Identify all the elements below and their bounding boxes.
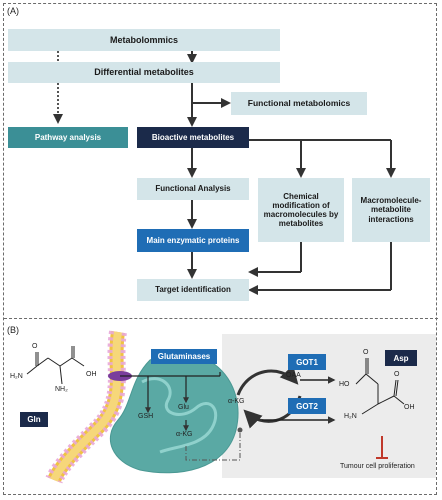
mitochondrion bbox=[109, 352, 239, 474]
tumour-label: Tumour cell proliferation bbox=[340, 463, 415, 470]
asp-h2n-label: H₂N bbox=[344, 413, 357, 420]
asp-ho-label: HO bbox=[339, 381, 350, 388]
functional-metabolomics-box: Functional metabolomics bbox=[231, 92, 367, 115]
target-identification-box: Target identification bbox=[137, 279, 249, 301]
asp-oh-label: OH bbox=[404, 404, 415, 411]
glu-label: Glu bbox=[178, 404, 189, 411]
metabolomics-box: Metabolommics bbox=[8, 29, 280, 51]
asp-o-top-label: O bbox=[363, 349, 369, 356]
gln-oh-label: OH bbox=[86, 371, 97, 378]
glutaminases-tag: Glutaminases bbox=[151, 349, 217, 364]
asp-structure bbox=[355, 358, 405, 415]
oaa-label: OAA bbox=[286, 372, 301, 379]
gln-structure bbox=[26, 346, 85, 385]
differential-metabolites-box: Differential metabolites bbox=[8, 62, 280, 83]
got1-tag: GOT1 bbox=[288, 354, 326, 370]
gsh-label: GSH bbox=[138, 413, 154, 420]
gln-nh2-left-label: H₂N bbox=[10, 373, 23, 380]
akg-cycle-label: α-KG bbox=[228, 398, 245, 405]
panel-b-label: (B) bbox=[7, 325, 19, 335]
main-enzymatic-proteins-box: Main enzymatic proteins bbox=[137, 229, 249, 252]
functional-analysis-box: Functional Analysis bbox=[137, 178, 249, 200]
gln-nh2-bottom-label: NH₂ bbox=[55, 386, 68, 393]
bioactive-metabolites-box: Bioactive metabolites bbox=[137, 127, 249, 148]
figure-frame bbox=[3, 3, 437, 495]
macromolecule-interactions-box: Macromolecule-metabolite interactions bbox=[352, 178, 430, 242]
akg-mito-label: α-KG bbox=[176, 431, 193, 438]
panel-a-label: (A) bbox=[7, 6, 19, 16]
gln-tag: Gln bbox=[20, 412, 48, 427]
got2-tag: GOT2 bbox=[288, 398, 326, 414]
gln-o-label: O bbox=[32, 343, 38, 350]
pathway-analysis-box: Pathway analysis bbox=[8, 127, 128, 148]
asp-o-bottom-label: O bbox=[394, 371, 400, 378]
asp-tag: Asp bbox=[385, 350, 417, 366]
panel-divider bbox=[4, 318, 438, 319]
chemical-modification-box: Chemical modification of macromolecules … bbox=[258, 178, 344, 242]
